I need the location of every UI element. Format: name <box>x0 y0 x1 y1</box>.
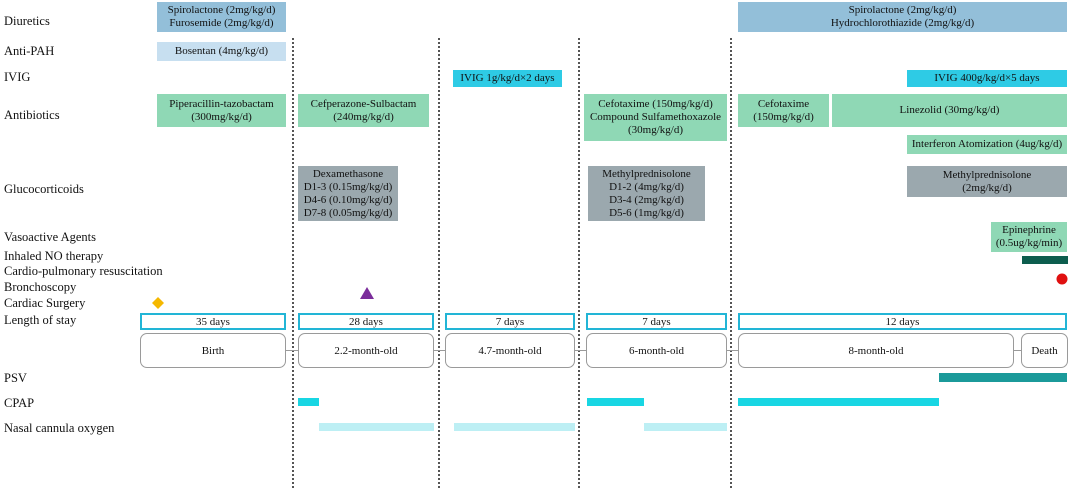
period-separator <box>578 38 580 488</box>
row-label-inhaled-no: Inhaled NO therapy <box>4 249 104 263</box>
stay-box-3: 7 days <box>445 313 575 330</box>
row-label-cardiac-surgery: Cardiac Surgery <box>4 296 86 310</box>
ivig-box-1: IVIG 1g/kg/d×2 days <box>453 70 562 87</box>
age-box-6-month: 6-month-old <box>586 333 727 368</box>
age-box-2-2-month: 2.2-month-old <box>298 333 434 368</box>
period-separator <box>292 38 294 488</box>
diuretics-box-1: Spirolactone (2mg/kg/d) Furosemide (2mg/… <box>157 2 286 32</box>
nasal-cannula-bar-1 <box>319 423 434 431</box>
row-label-psv: PSV <box>4 371 27 385</box>
age-box-birth: Birth <box>140 333 286 368</box>
glucocorticoid-box-2: Methylprednisolone D1-2 (4mg/kg/d) D3-4 … <box>588 166 705 221</box>
cpap-bar-3 <box>738 398 939 406</box>
cpap-bar-2 <box>587 398 644 406</box>
row-label-diuretics: Diuretics <box>4 14 50 28</box>
row-label-cpap: CPAP <box>4 396 35 410</box>
ivig-box-2: IVIG 400g/kg/d×5 days <box>907 70 1067 87</box>
inhaled-no-bar <box>1022 256 1068 264</box>
antibiotic-box-4: Cefotaxime (150mg/kg/d) <box>738 94 829 127</box>
age-box-4-7-month: 4.7-month-old <box>445 333 575 368</box>
row-label-ivig: IVIG <box>4 70 31 84</box>
age-box-8-month: 8-month-old <box>738 333 1014 368</box>
antibiotic-box-5: Linezolid (30mg/kg/d) <box>832 94 1067 127</box>
bosentan-box: Bosentan (4mg/kg/d) <box>157 42 286 61</box>
nasal-cannula-bar-3 <box>644 423 727 431</box>
stay-box-5: 12 days <box>738 313 1067 330</box>
interferon-box: Interferon Atomization (4ug/kg/d) <box>907 135 1067 154</box>
period-separator <box>730 38 732 488</box>
row-label-cpr: Cardio-pulmonary resuscitation <box>4 264 163 278</box>
row-label-nasal-cannula-oxygen: Nasal cannula oxygen <box>4 421 115 435</box>
diuretics-box-2: Spirolactone (2mg/kg/d) Hydrochlorothiaz… <box>738 2 1067 32</box>
antibiotic-box-2: Cefperazone-Sulbactam (240mg/kg/d) <box>298 94 429 127</box>
glucocorticoid-box-3: Methylprednisolone (2mg/kg/d) <box>907 166 1067 197</box>
cpr-circle-icon <box>1056 273 1068 285</box>
age-box-death: Death <box>1021 333 1068 368</box>
stay-box-1: 35 days <box>140 313 286 330</box>
glucocorticoid-box-1: Dexamethasone D1-3 (0.15mg/kg/d) D4-6 (0… <box>298 166 398 221</box>
bronchoscopy-triangle-icon <box>360 287 374 299</box>
epinephrine-box: Epinephrine (0.5ug/kg/min) <box>991 222 1067 252</box>
period-separator <box>438 38 440 488</box>
row-label-length-of-stay: Length of stay <box>4 313 77 327</box>
row-label-anti-pah: Anti-PAH <box>4 44 55 58</box>
row-label-vasoactive: Vasoactive Agents <box>4 230 96 244</box>
stay-box-2: 28 days <box>298 313 434 330</box>
antibiotic-box-3: Cefotaxime (150mg/kg/d) Compound Sulfame… <box>584 94 727 141</box>
antibiotic-box-1: Piperacillin-tazobactam (300mg/kg/d) <box>157 94 286 127</box>
stay-box-4: 7 days <box>586 313 727 330</box>
psv-bar <box>939 373 1067 382</box>
cpap-bar-1 <box>298 398 319 406</box>
nasal-cannula-bar-2 <box>454 423 575 431</box>
cardiac-surgery-diamond-icon <box>152 297 164 309</box>
row-label-glucocorticoids: Glucocorticoids <box>4 182 84 196</box>
row-label-bronchoscopy: Bronchoscopy <box>4 280 77 294</box>
row-label-antibiotics: Antibiotics <box>4 108 60 122</box>
